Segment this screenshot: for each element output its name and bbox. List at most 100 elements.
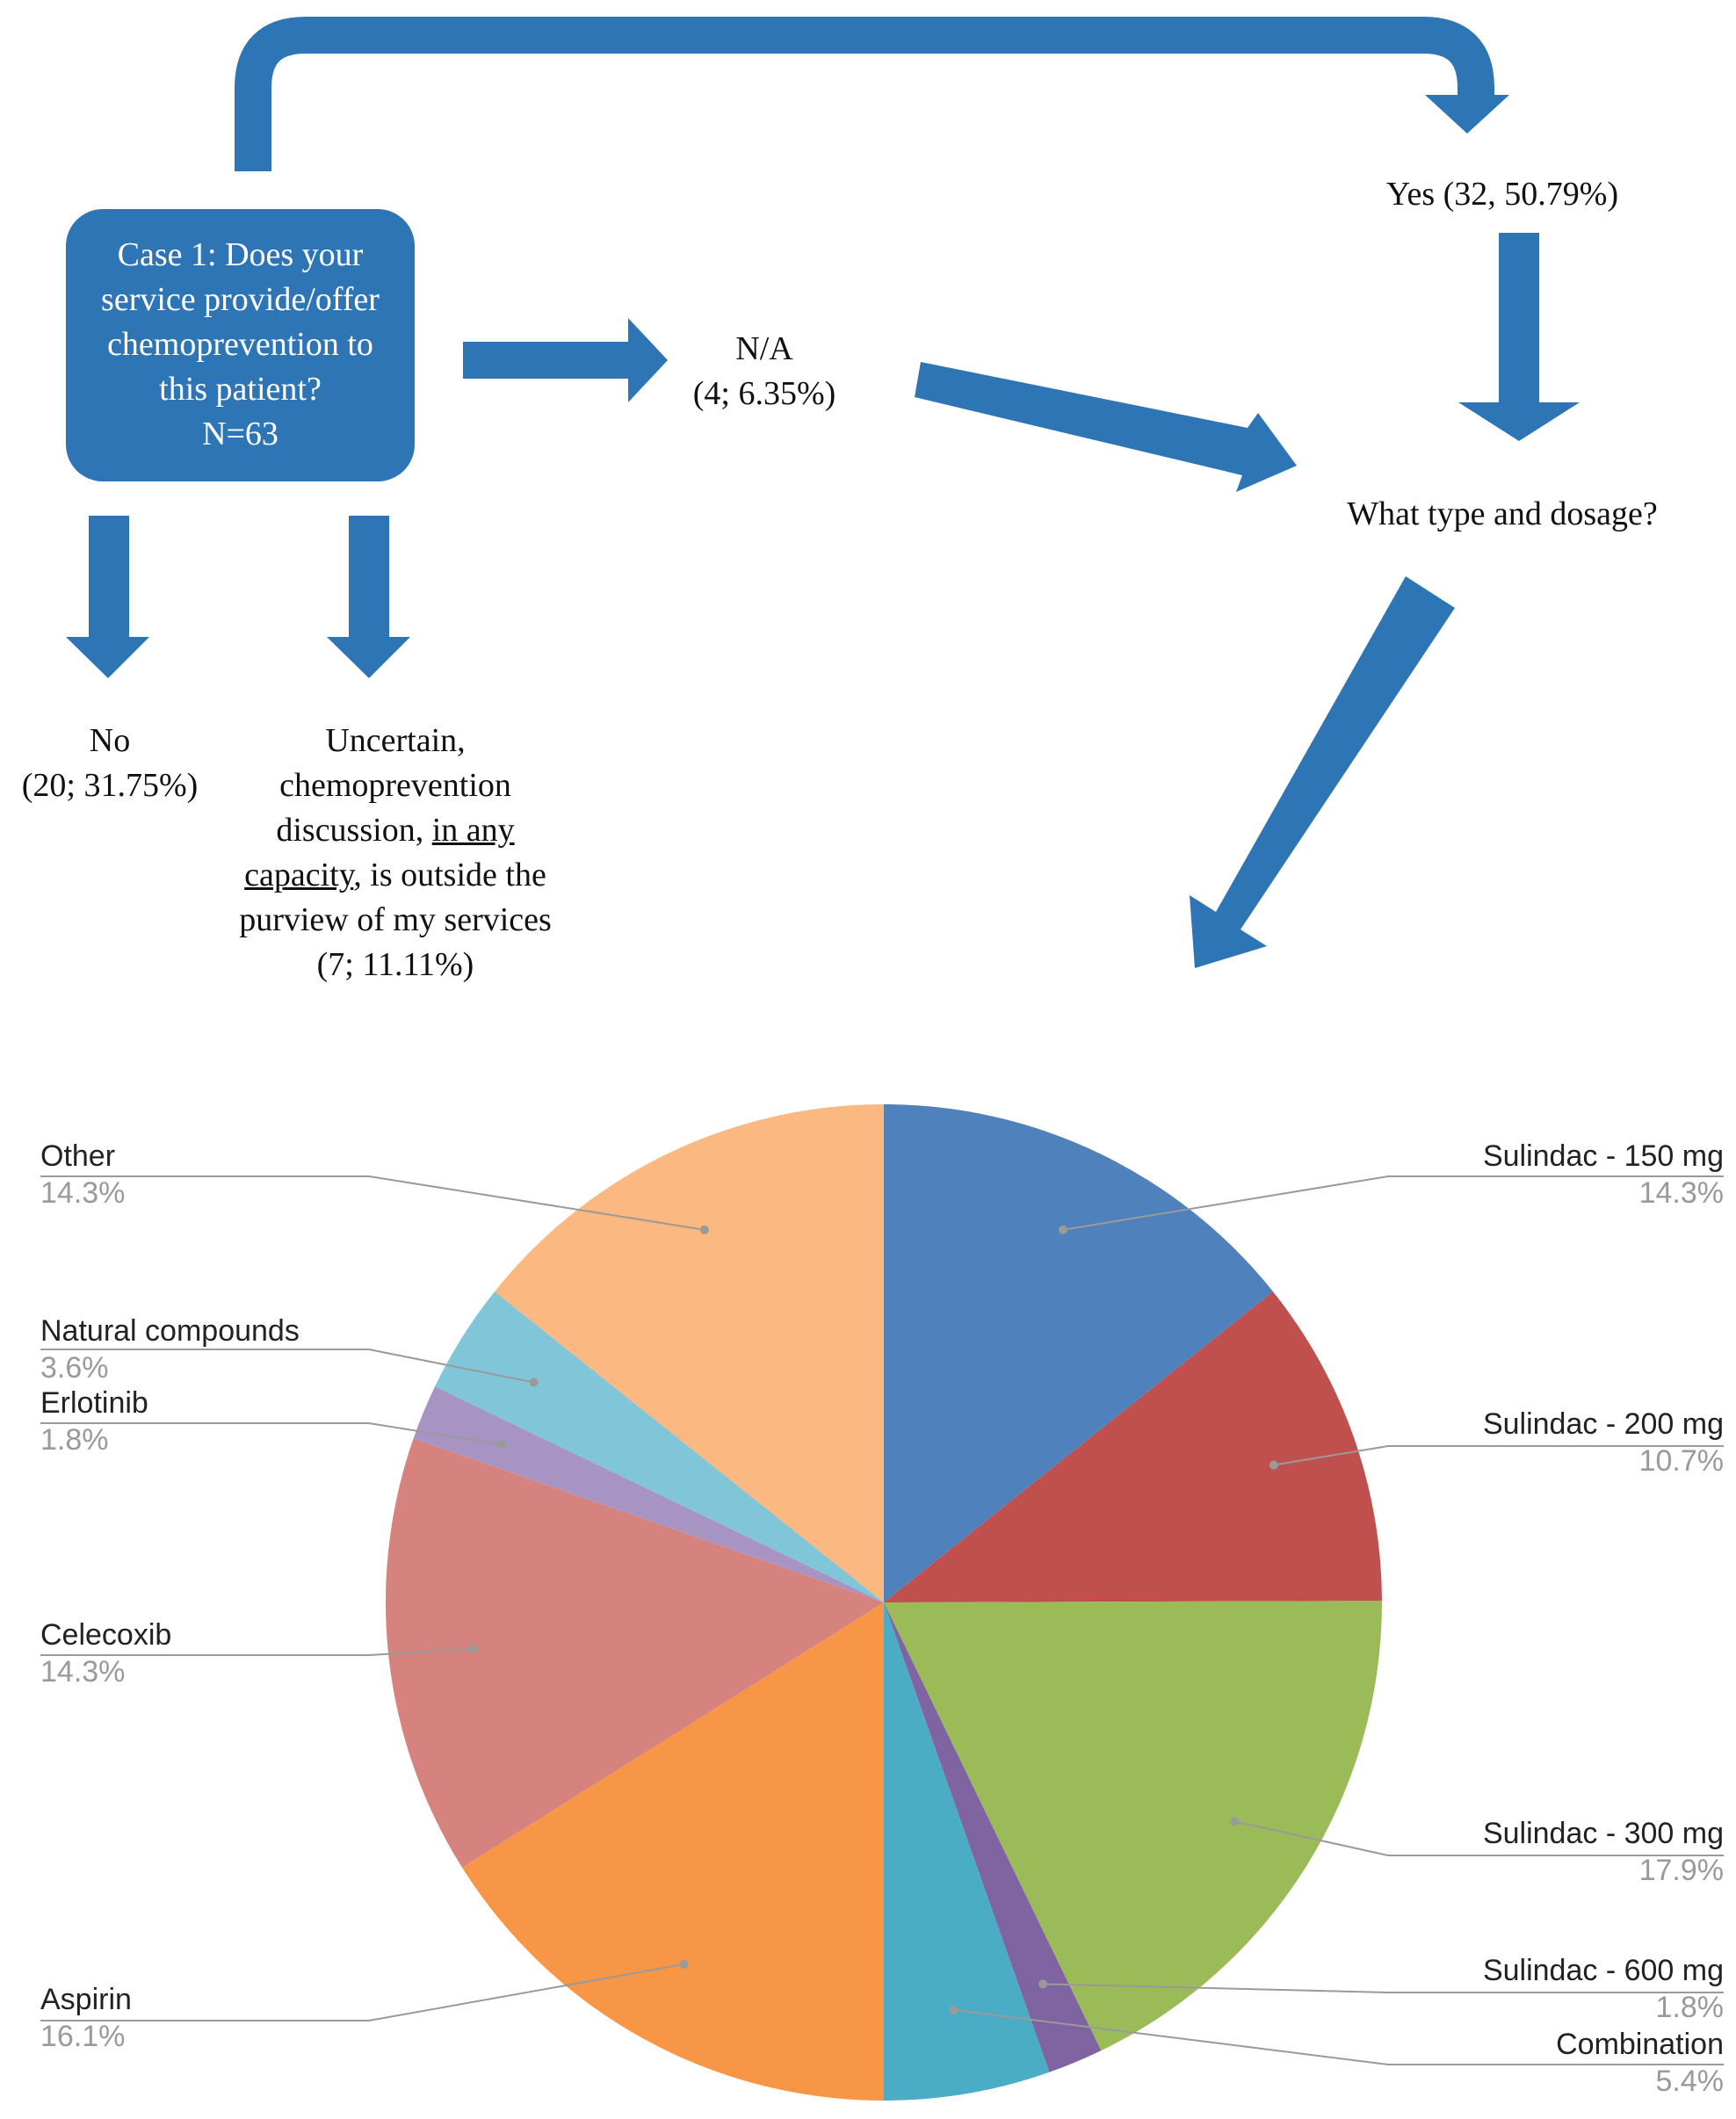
pie-label-combination: Combination 5.4% xyxy=(1556,2026,1724,2100)
leader-dot-erlotinib xyxy=(497,1440,507,1450)
arrow-to-uncertain-shaft xyxy=(349,516,389,639)
pie-label-name: Other xyxy=(40,1139,116,1173)
arrow-to-na-head xyxy=(628,318,668,402)
leader-dot-sulindac-200-mg xyxy=(1269,1460,1278,1470)
question-box: Case 1: Does your service provide/offer … xyxy=(66,209,415,481)
uncertain-node: Uncertain, chemoprevention discussion, i… xyxy=(202,719,589,987)
uncertain-line-3: discussion, in any xyxy=(202,808,589,853)
pie-slice-erlotinib xyxy=(413,1386,885,1602)
question-line-4: this patient? xyxy=(159,371,322,408)
leader-line-sulindac-300-mg xyxy=(1233,1820,1724,1856)
question-line-1: Case 1: Does your xyxy=(117,236,364,273)
leader-dot-sulindac-300-mg xyxy=(1230,1817,1240,1826)
pie-label-name: Sulindac - 200 mg xyxy=(1482,1407,1724,1441)
arrow-to-yes-head xyxy=(1425,95,1509,134)
arrow-yes-to-dosage-shaft xyxy=(1499,233,1539,404)
no-count: (20; 31.75%) xyxy=(21,767,199,804)
leader-line-erlotinib xyxy=(40,1422,503,1446)
pie-label-aspirin: Aspirin 16.1% xyxy=(40,1981,132,2055)
uncertain-line-4: capacity, is outside the xyxy=(202,853,589,898)
uncertain-count: (7; 11.11%) xyxy=(316,946,474,983)
pie-slice-natural-compounds xyxy=(435,1291,884,1602)
pie-slice-other xyxy=(495,1104,884,1602)
leader-dot-other xyxy=(699,1225,709,1234)
arrow-to-uncertain-head xyxy=(327,637,410,678)
yes-label: Yes (32, 50.79%) xyxy=(1385,176,1619,213)
uncertain-line-3b: in any xyxy=(431,812,515,849)
dosage-question-label: What type and dosage? xyxy=(1347,495,1658,532)
question-sample-size: N=63 xyxy=(202,416,278,452)
pie-label-percent: 1.8% xyxy=(40,1423,109,1457)
pie-leader-lines xyxy=(40,1175,1724,2065)
pie-label-name: Aspirin xyxy=(40,1983,132,2016)
pie-label-sulindac-600-mg: Sulindac - 600 mg 1.8% xyxy=(1483,1952,1724,2026)
pie-label-name: Sulindac - 600 mg xyxy=(1482,1954,1724,1987)
pie-label-percent: 5.4% xyxy=(1655,2065,1725,2098)
arrow-na-to-dosage xyxy=(915,362,1297,492)
question-line-3: chemoprevention to xyxy=(107,326,373,363)
pie-slice-celecoxib xyxy=(386,1438,884,1868)
leader-dot-natural-compounds xyxy=(529,1378,539,1387)
uncertain-line-4a: capacity xyxy=(244,857,354,893)
pie-label-percent: 16.1% xyxy=(40,2020,126,2053)
no-label: No xyxy=(89,722,131,759)
leader-dot-aspirin xyxy=(679,1959,689,1969)
leader-dot-combination xyxy=(949,2005,958,2014)
na-node: N/A (4; 6.35%) xyxy=(641,327,887,416)
question-line-2: service provide/offer xyxy=(101,281,380,318)
arrow-yes-to-dosage-head xyxy=(1458,402,1580,441)
pie-slice-sulindac-200-mg xyxy=(884,1291,1382,1602)
na-count: (4; 6.35%) xyxy=(692,375,836,412)
pie-label-percent: 17.9% xyxy=(1638,1854,1724,1887)
arrow-to-na-shaft xyxy=(463,342,630,379)
pie-label-percent: 14.3% xyxy=(1638,1176,1724,1210)
pie-slice-combination xyxy=(884,1602,1050,2101)
leader-dot-celecoxib xyxy=(468,1645,478,1654)
leader-dot-sulindac-600-mg xyxy=(1038,1979,1048,1989)
pie-label-percent: 3.6% xyxy=(40,1351,109,1385)
arrow-to-no-head xyxy=(66,637,149,678)
leader-line-other xyxy=(40,1175,705,1231)
pie-slice-sulindac-600-mg xyxy=(884,1602,1102,2072)
pie-slice-sulindac-150-mg xyxy=(884,1104,1273,1602)
pie-label-name: Sulindac - 150 mg xyxy=(1482,1139,1724,1173)
uncertain-line-2: chemoprevention xyxy=(279,767,511,804)
pie-label-percent: 14.3% xyxy=(40,1176,126,1210)
pie-label-percent: 1.8% xyxy=(1655,1991,1725,2024)
leader-line-natural-compounds xyxy=(40,1349,534,1384)
pie-slice-sulindac-300-mg xyxy=(884,1601,1382,2051)
leader-line-sulindac-600-mg xyxy=(1043,1983,1724,1993)
leader-line-combination xyxy=(953,2008,1724,2065)
arrow-to-no-shaft xyxy=(89,516,129,639)
uncertain-line-3a: discussion, xyxy=(276,812,432,849)
pie-label-percent: 10.7% xyxy=(1638,1444,1724,1478)
arrow-to-yes xyxy=(235,17,1494,171)
pie-slice-aspirin xyxy=(461,1602,884,2101)
pie-label-name: Erlotinib xyxy=(40,1386,148,1420)
leader-dot-sulindac-150-mg xyxy=(1059,1225,1068,1234)
uncertain-line-1: Uncertain, xyxy=(325,722,466,759)
leader-line-celecoxib xyxy=(40,1648,474,1656)
pie-label-name: Sulindac - 300 mg xyxy=(1482,1817,1724,1850)
leader-line-aspirin xyxy=(40,1963,684,2021)
uncertain-line-4b: , is outside the xyxy=(353,857,546,893)
no-node: No (20; 31.75%) xyxy=(0,719,220,808)
uncertain-line-5: purview of my services xyxy=(239,901,552,938)
pie-label-name: Celecoxib xyxy=(40,1618,172,1652)
pie-label-name: Natural compounds xyxy=(40,1314,300,1348)
pie-label-name: Combination xyxy=(1556,2028,1724,2061)
pie-label-percent: 14.3% xyxy=(40,1655,126,1689)
na-label: N/A xyxy=(735,330,793,367)
leader-line-sulindac-200-mg xyxy=(1273,1445,1724,1466)
arrow-dosage-to-pie xyxy=(1190,576,1455,968)
yes-node: Yes (32, 50.79%) xyxy=(1318,172,1687,217)
dosage-question-node: What type and dosage? xyxy=(1291,492,1713,537)
